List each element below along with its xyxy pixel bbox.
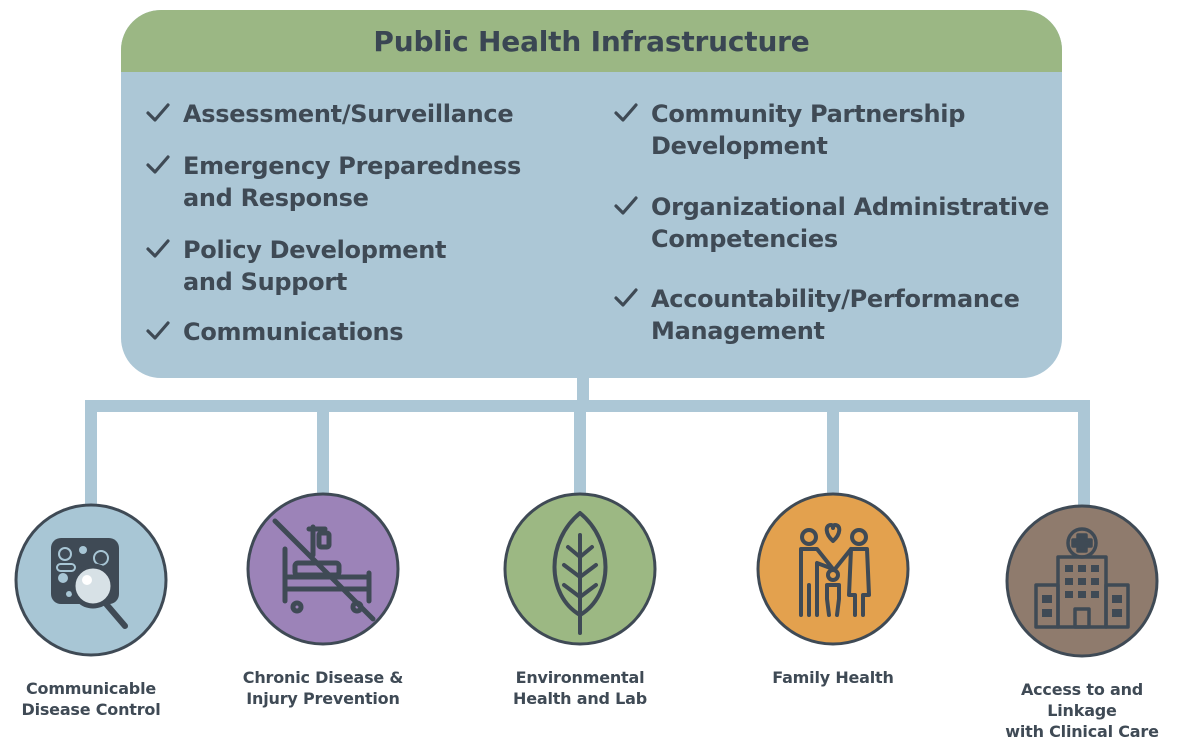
program-label: Access to and Linkage with Clinical Care [1005,680,1159,741]
program-circle [246,492,400,646]
program-environmental-health: Environmental Health and Lab [485,491,675,709]
checkmark-icon [614,196,638,215]
capability-label: Communications [183,318,404,346]
program-label: Family Health [772,668,894,687]
checkmark-icon [614,103,638,122]
checkmark-icon [146,103,170,122]
checkmark-icon [614,288,638,307]
checkmark-icon [146,155,170,174]
virus-magnifier-icon [51,538,128,629]
capability-item: Policy Development and Support [145,234,447,298]
capability-item: Assessment/Surveillance [145,98,514,130]
program-label: Chronic Disease & Injury Prevention [242,668,404,708]
program-chronic-disease: Chronic Disease & Injury Prevention [228,491,418,709]
hospital-bed-prohibited-icon [272,518,376,622]
hospital-building-icon [1034,527,1130,629]
infrastructure-header: Public Health Infrastructure [121,10,1062,72]
capability-label: Community Partnership Development [651,100,966,160]
diagram-canvas: Public Health Infrastructure Assessment/… [0,10,1159,741]
checkmark-icon [146,321,170,340]
program-clinical-care: Access to and Linkage with Clinical Care [987,503,1177,742]
program-label: Environmental Health and Lab [513,668,647,708]
family-icon [799,523,871,617]
capability-item: Community Partnership Development [613,98,965,162]
program-communicable-disease: Communicable Disease Control [0,502,186,720]
capability-label: Policy Development and Support [183,236,447,296]
capability-item: Emergency Preparedness and Response [145,150,521,214]
program-circle [14,503,168,657]
capability-label: Emergency Preparedness and Response [183,152,521,212]
capability-item: Accountability/Performance Management [613,283,1020,347]
program-label: Communicable Disease Control [21,679,161,719]
leaf-icon [552,511,608,635]
program-family-health: Family Health [738,491,928,688]
capability-item: Communications [145,316,404,348]
infrastructure-panel: Public Health Infrastructure Assessment/… [121,10,1062,378]
checkmark-icon [146,239,170,258]
capability-label: Assessment/Surveillance [183,100,514,128]
program-circle [756,492,910,646]
program-circle [1005,504,1159,658]
capability-label: Accountability/Performance Management [651,285,1020,345]
infrastructure-title: Public Health Infrastructure [373,24,810,58]
connector-lines [85,370,1090,512]
program-circle [503,492,657,646]
capability-label: Organizational Administrative Competenci… [651,193,1050,253]
capability-item: Organizational Administrative Competenci… [613,191,1049,255]
